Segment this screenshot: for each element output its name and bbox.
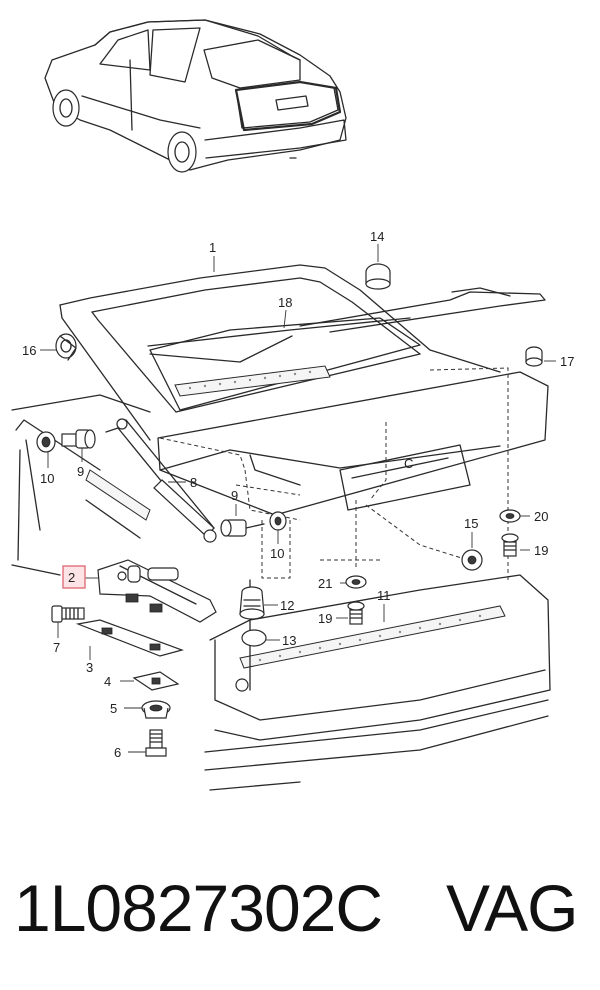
callout-3: 3 xyxy=(86,660,93,675)
buffer-12 xyxy=(239,586,265,620)
grommet-14 xyxy=(365,263,391,290)
callout-19-right: 19 xyxy=(534,543,548,558)
callout-16: 16 xyxy=(22,343,36,358)
pad-4 xyxy=(132,671,180,691)
callout-9-right: 9 xyxy=(231,488,238,503)
callout-13: 13 xyxy=(282,633,296,648)
callout-12: 12 xyxy=(280,598,294,613)
svg-text:C: C xyxy=(404,456,413,471)
bump-stop-15 xyxy=(461,549,483,571)
bolt-9-right xyxy=(220,519,265,537)
callout-9-left: 9 xyxy=(77,464,84,479)
washer-20 xyxy=(499,509,521,523)
washer-10-right xyxy=(269,511,287,531)
callout-19-mid: 19 xyxy=(318,611,332,626)
callout-6: 6 xyxy=(114,745,121,760)
callout-20: 20 xyxy=(534,509,548,524)
bolt-9-left xyxy=(61,429,96,449)
washer-21 xyxy=(345,575,367,589)
callout-18: 18 xyxy=(278,295,292,310)
pad-13 xyxy=(241,629,267,647)
screw-19-mid xyxy=(347,601,365,625)
car-thumbnail xyxy=(44,19,347,173)
callout-labels: 1 2 3 4 5 6 7 8 9 9 10 10 11 12 13 14 15… xyxy=(22,229,574,760)
hinge-2 xyxy=(97,559,217,623)
callout-21: 21 xyxy=(318,576,332,591)
brand-label: VAG xyxy=(446,871,578,945)
callout-10-left: 10 xyxy=(40,471,54,486)
tailgate-assembly-drawing: C xyxy=(11,264,551,791)
callout-2: 2 xyxy=(68,570,75,585)
callout-1: 1 xyxy=(209,240,216,255)
callout-7: 7 xyxy=(53,640,60,655)
callout-8: 8 xyxy=(190,475,197,490)
leader-lines xyxy=(40,244,556,753)
bolt-6 xyxy=(145,729,167,757)
buffer-17 xyxy=(525,346,543,367)
grommet-16 xyxy=(55,333,77,361)
plate-3 xyxy=(75,619,184,657)
small-parts xyxy=(36,263,543,757)
callout-15: 15 xyxy=(464,516,478,531)
callout-highlight-2 xyxy=(62,565,86,589)
grommet-5 xyxy=(141,700,171,719)
callout-14: 14 xyxy=(370,229,384,244)
screw-19-right xyxy=(501,533,519,557)
bolt-7 xyxy=(51,605,85,623)
callout-4: 4 xyxy=(104,674,111,689)
callout-10-right: 10 xyxy=(270,546,284,561)
part-number: 1L0827302C xyxy=(14,871,383,945)
callout-5: 5 xyxy=(110,701,117,716)
callout-17: 17 xyxy=(560,354,574,369)
washer-10-left xyxy=(36,431,56,453)
callout-11: 11 xyxy=(377,588,391,603)
